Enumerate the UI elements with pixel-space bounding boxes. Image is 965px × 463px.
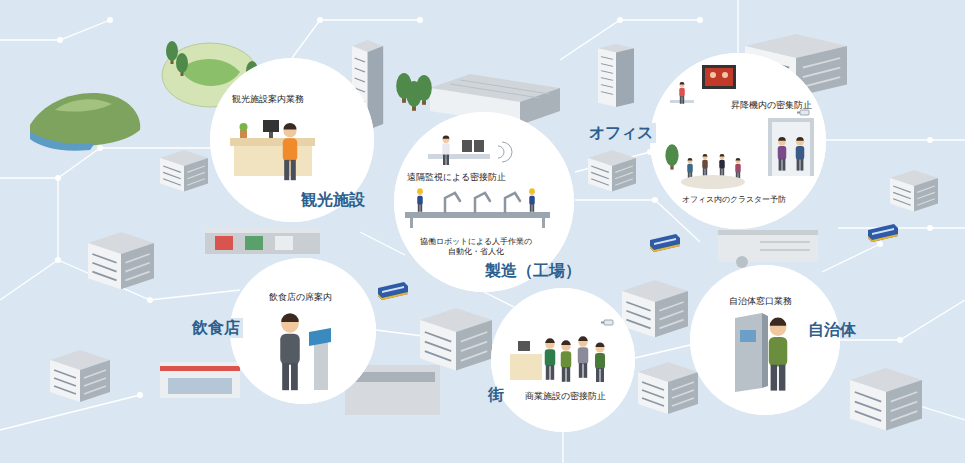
circle-outline [491,288,635,432]
circle-outline [230,258,376,404]
scene-caption: 飲食店の席案内 [269,292,332,303]
hill [30,93,140,151]
circle-border [231,259,376,404]
scene-caption: 協働ロボットによる人手作業の 自動化・省人化 [416,236,536,257]
scene-caption: 昇降機内の密集防止 [731,100,812,111]
office-scene [665,65,814,189]
scene-caption: 商業施設の密接防止 [525,391,606,402]
scene-caption: 観光施設案内業務 [232,94,304,105]
scene-caption: オフィス内のクラスター予防 [682,194,786,204]
circle-border [211,59,374,222]
category-label: オフィス [586,123,656,142]
scene-circle: 飲食店の席案内飲食店 [230,258,376,404]
category-label: 観光施設 [301,190,365,209]
circle-border [691,266,840,415]
scene-caption: 自治体窓口業務 [729,296,792,307]
factory-scene [405,135,550,228]
scene-caption: 遠隔監視による密接防止 [407,172,506,183]
municipality-scene [735,313,787,392]
restaurant-scene [280,313,331,390]
category-label: 飲食店 [189,318,243,337]
town-scene [510,320,613,382]
scene-circle: 昇降機内の密集防止オフィス内のクラスター予防オフィス [650,53,826,229]
scene-circle: 自治体窓口業務自治体 [690,265,840,415]
tourism-scene [230,120,315,180]
scene-circle: 遠隔監視による密接防止協働ロボットによる人手作業の 自動化・省人化製造（工場） [394,112,574,292]
category-label: 製造（工場） [485,261,581,280]
scene-circle: 観光施設案内業務観光施設 [210,58,374,222]
circle-border [651,54,826,229]
scene-circle: 商業施設の密接防止 街 [491,288,635,432]
circle-border [492,289,635,432]
category-label: 自治体 [808,320,856,339]
category-label: 街 [488,385,504,404]
circle-outline [690,265,840,415]
scene-circles [210,53,840,432]
